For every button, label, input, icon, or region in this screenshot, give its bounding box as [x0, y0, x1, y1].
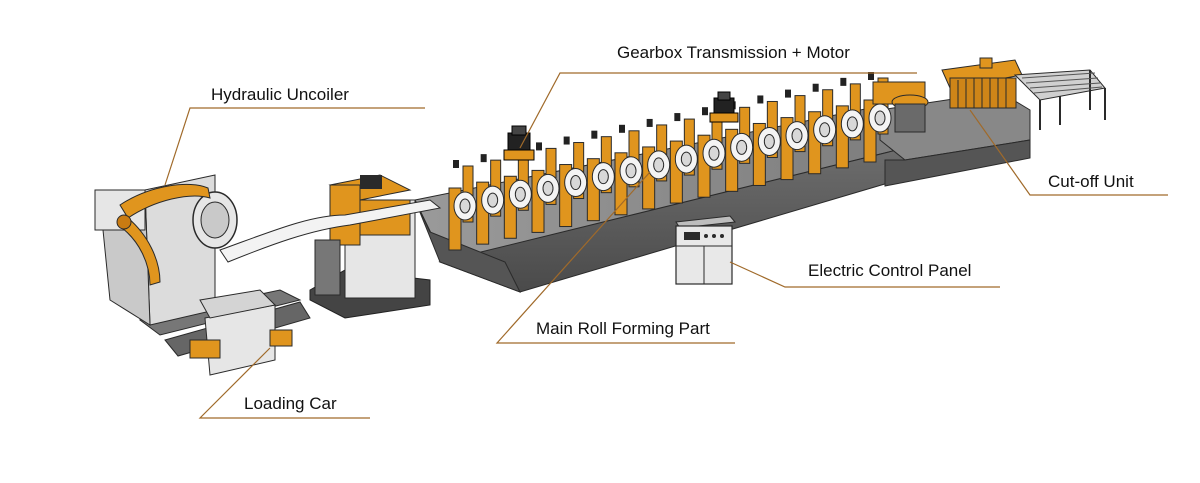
- label-cutoff-unit: Cut-off Unit: [1048, 172, 1134, 191]
- roller-stand: [642, 118, 671, 210]
- roller-stand: [476, 154, 505, 245]
- run-out-table: [1013, 69, 1106, 130]
- roller-stand: [808, 83, 837, 175]
- roller-stand: [531, 142, 560, 233]
- electric-control-panel-drawing: [675, 215, 736, 285]
- roller-stand: [503, 148, 532, 239]
- roller-stand: [586, 130, 615, 222]
- hydraulic-uncoiler: [94, 174, 311, 376]
- label-loading-car: Loading Car: [244, 394, 337, 413]
- label-hydraulic-uncoiler: Hydraulic Uncoiler: [211, 85, 349, 104]
- leader-line-main: [495, 171, 735, 344]
- leader-line-cutoff: [969, 109, 1168, 196]
- label-electric-control-panel: Electric Control Panel: [808, 261, 972, 280]
- leader-line-panel: [729, 261, 1000, 288]
- roller-stand: [752, 95, 781, 186]
- roller-stand: [614, 124, 643, 216]
- label-main-roll-forming-part: Main Roll Forming Part: [536, 319, 710, 338]
- steel-strip: [219, 199, 442, 263]
- roller-stand: [835, 77, 864, 169]
- roller-stand: [697, 107, 726, 198]
- guiding-feeder: [309, 174, 431, 319]
- label-gearbox-transmission-motor: Gearbox Transmission + Motor: [617, 43, 850, 62]
- roller-stand: [448, 160, 477, 251]
- roller-stand: [559, 136, 588, 228]
- leader-lines: [164, 72, 1168, 419]
- cutoff-press: [872, 57, 1023, 133]
- leader-line-uncoiler: [164, 107, 425, 186]
- roller-stand: [780, 89, 809, 181]
- gearbox-motor-right: [709, 91, 739, 123]
- roller-stands: [448, 72, 892, 251]
- leader-line-loading: [198, 347, 370, 419]
- roller-stand: [669, 113, 698, 204]
- gearbox-motor-left: [503, 125, 535, 161]
- leader-line-gearbox: [519, 72, 917, 149]
- roller-stand: [725, 101, 754, 192]
